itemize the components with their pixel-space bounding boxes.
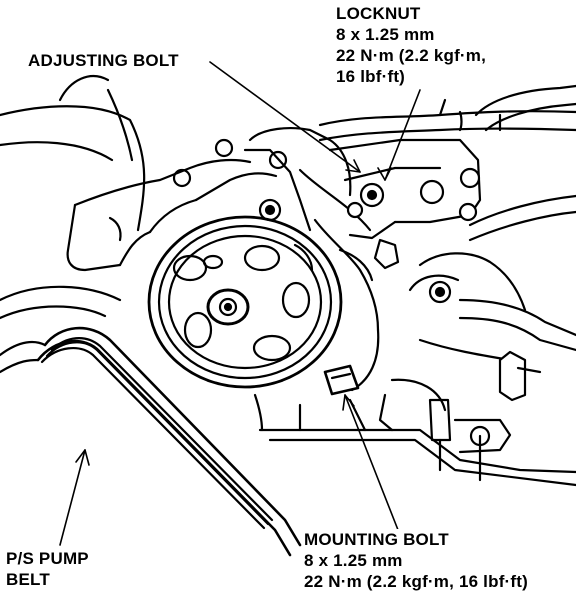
belt-label-line1: P/S PUMP: [6, 549, 89, 568]
mounting-bolt-callout: MOUNTING BOLT 8 x 1.25 mm 22 N·m (2.2 kg…: [302, 529, 530, 592]
adjusting-bolt-callout: ADJUSTING BOLT: [26, 50, 181, 71]
belt-callout: P/S PUMP BELT: [4, 548, 91, 590]
locknut-callout: LOCKNUT 8 x 1.25 mm 22 N·m (2.2 kgf·m, 1…: [334, 3, 489, 87]
lower-block: [253, 393, 576, 487]
locknut-size: 8 x 1.25 mm: [336, 25, 435, 44]
adjusting-bracket: [328, 138, 482, 270]
hoses: [318, 84, 576, 312]
pump-pulley: [147, 215, 343, 389]
locknut-torque-line2: 16 lbf·ft): [336, 67, 406, 86]
pump-bracket: [66, 158, 278, 272]
locknut-leader: [384, 89, 421, 181]
ps-pump-belt: [0, 285, 302, 557]
belt-label-line2: BELT: [6, 570, 50, 589]
mounting-bolt-torque: 22 N·m (2.2 kgf·m, 16 lbf·ft): [304, 572, 528, 591]
locknut-torque-line1: 22 N·m (2.2 kgf·m,: [336, 46, 487, 65]
mounting-bolt-title: MOUNTING BOLT: [304, 530, 449, 549]
adjusting-bolt-title: ADJUSTING BOLT: [28, 51, 179, 70]
belt-leader: [59, 449, 86, 546]
mounting-bolt-size: 8 x 1.25 mm: [304, 551, 403, 570]
mounting-bolt-shape: [323, 364, 360, 396]
locknut-title: LOCKNUT: [336, 4, 421, 23]
mounting-bolt-leader: [344, 394, 401, 536]
adjusting-bolt-leader: [209, 61, 361, 173]
right-side-parts: [378, 298, 576, 482]
engine-casing: [0, 75, 146, 232]
leader-lines: [59, 61, 421, 546]
